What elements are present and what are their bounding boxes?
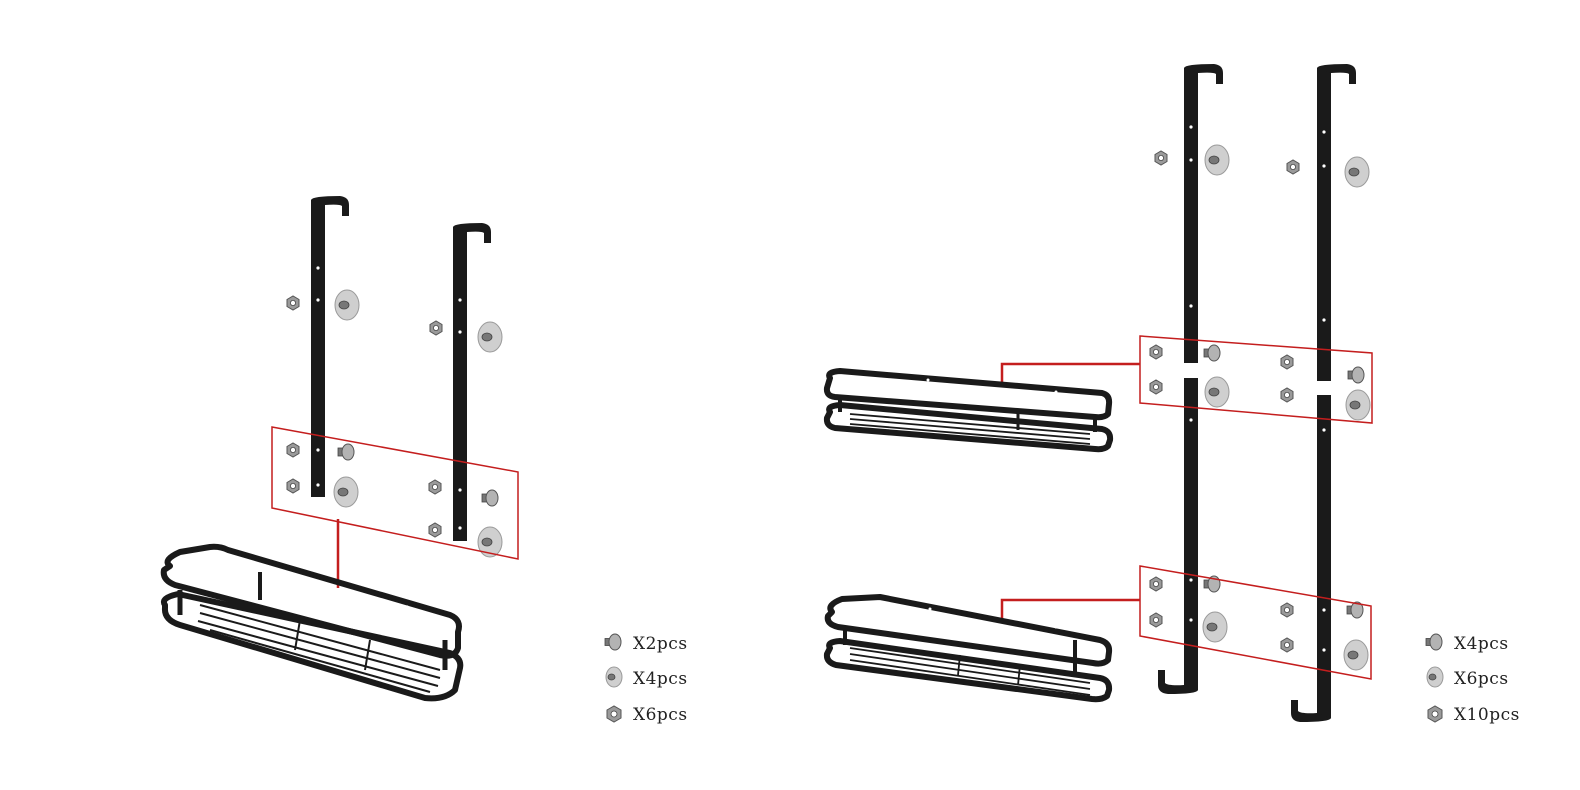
shelf-basket — [823, 368, 1114, 453]
right-assembly — [823, 64, 1373, 722]
bolt-icon — [1425, 633, 1443, 651]
left-assembly — [160, 196, 519, 702]
hanging-bracket — [311, 196, 349, 497]
hanging-bracket — [1158, 64, 1223, 694]
bolt-icon — [604, 633, 622, 651]
shelf-basket — [823, 594, 1113, 703]
callout-box — [271, 426, 519, 560]
nut-icon — [606, 705, 622, 723]
shelf-basket — [160, 543, 464, 702]
bolt-quantity: X2pcs — [633, 634, 688, 654]
callout-box — [1139, 565, 1372, 680]
nut-quantity: X10pcs — [1454, 705, 1520, 725]
suction-cup-icon — [605, 666, 623, 688]
callout-box — [1139, 335, 1373, 424]
nut-quantity: X6pcs — [633, 705, 688, 725]
hanging-bracket — [1291, 64, 1356, 722]
hanging-bracket — [453, 223, 491, 541]
callout-connector — [1000, 598, 1140, 622]
suction-cup-icon — [1426, 666, 1444, 688]
callout-connector — [1000, 362, 1140, 385]
bolt-quantity: X4pcs — [1454, 634, 1509, 654]
nut-icon — [1427, 705, 1443, 723]
suction-cup-quantity: X6pcs — [1454, 669, 1509, 689]
suction-cup-quantity: X4pcs — [633, 669, 688, 689]
